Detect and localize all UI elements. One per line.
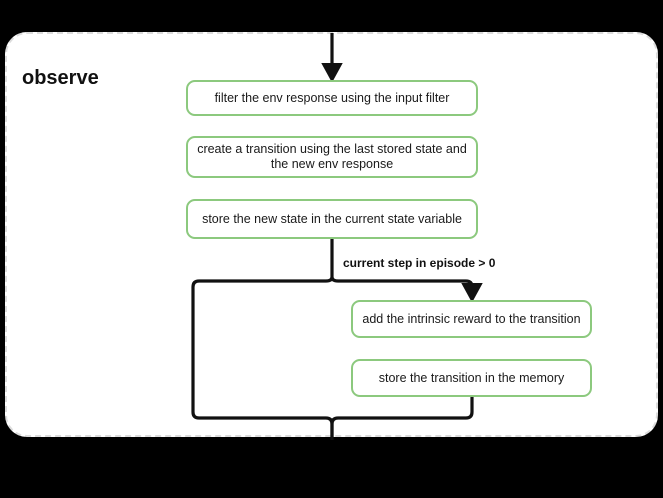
node-store-new-state[interactable]: store the new state in the current state… [186, 199, 478, 239]
node-create-transition[interactable]: create a transition using the last store… [186, 136, 478, 178]
group-title-observe: observe [22, 67, 99, 89]
node-filter-env-response[interactable]: filter the env response using the input … [186, 80, 478, 116]
edge-label-current-step-condition: current step in episode > 0 [343, 256, 496, 270]
node-add-intrinsic-reward[interactable]: add the intrinsic reward to the transiti… [351, 300, 592, 338]
node-store-transition-memory[interactable]: store the transition in the memory [351, 359, 592, 397]
